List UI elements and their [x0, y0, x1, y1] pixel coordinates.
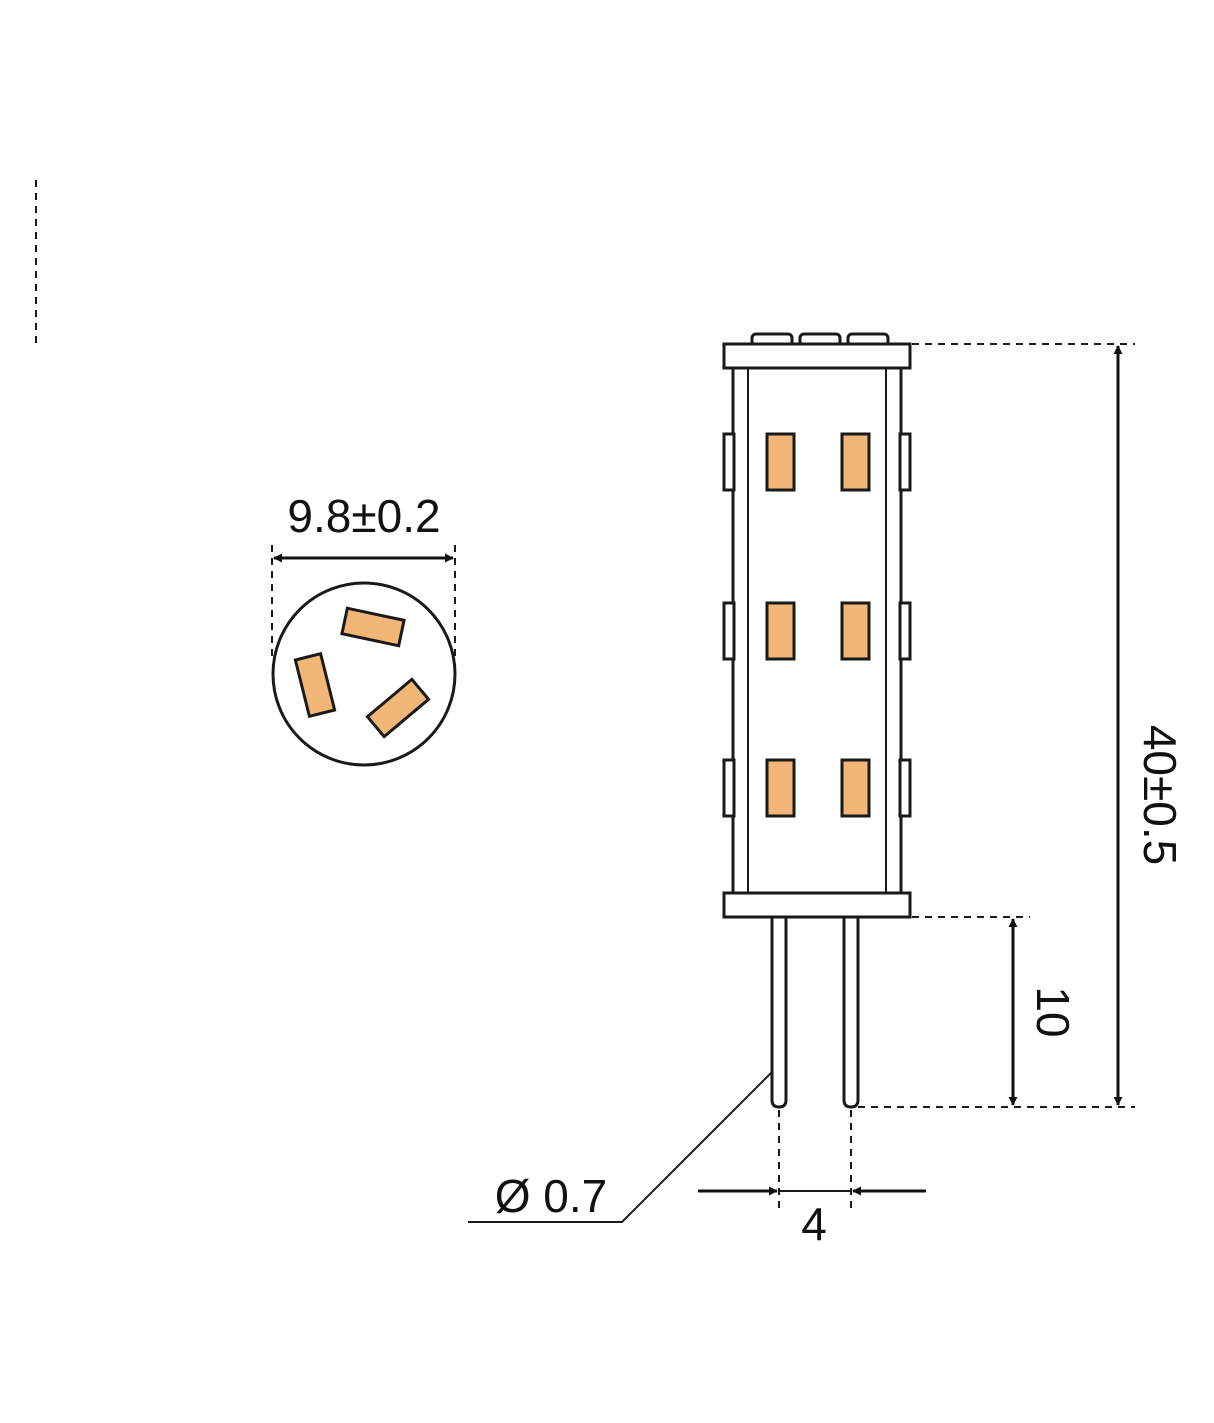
- right-led-chip: [365, 677, 431, 739]
- front-led-chip-1: [765, 432, 796, 492]
- side-dimensions: 40±0.5 10 4 Ø 0.7: [468, 343, 1186, 1250]
- bulb-body: [731, 364, 903, 898]
- side-led-stub-left-3: [722, 758, 736, 818]
- side-led-stub-right-1: [898, 432, 912, 492]
- bulb-top-circle: [271, 581, 457, 767]
- pin-length-label: 10: [1027, 986, 1079, 1037]
- side-view: [722, 332, 912, 1109]
- bottom-cap: [722, 891, 912, 919]
- pin-spacing-label: 4: [801, 1198, 827, 1250]
- top-led-chip: [340, 606, 406, 648]
- pin-left: [770, 915, 788, 1109]
- pin-right: [842, 915, 860, 1109]
- side-led-stub-left-2: [722, 601, 736, 661]
- pin-diameter-label: Ø 0.7: [495, 1170, 608, 1222]
- front-led-chip-3: [765, 601, 796, 661]
- left-led-chip: [293, 651, 337, 719]
- total-length-label: 40±0.5: [1134, 725, 1186, 865]
- top-view: 9.8±0.2: [271, 490, 457, 767]
- pin-diameter-leader-line: [468, 1071, 773, 1223]
- front-led-chip-6: [840, 758, 871, 818]
- diameter-label: 9.8±0.2: [287, 490, 440, 542]
- front-led-chip-5: [765, 758, 796, 818]
- front-led-chip-2: [840, 432, 871, 492]
- side-led-stub-right-3: [898, 758, 912, 818]
- side-led-stub-left-1: [722, 432, 736, 492]
- side-led-stub-right-2: [898, 601, 912, 661]
- front-led-chip-4: [840, 601, 871, 661]
- top-cap: [722, 342, 912, 370]
